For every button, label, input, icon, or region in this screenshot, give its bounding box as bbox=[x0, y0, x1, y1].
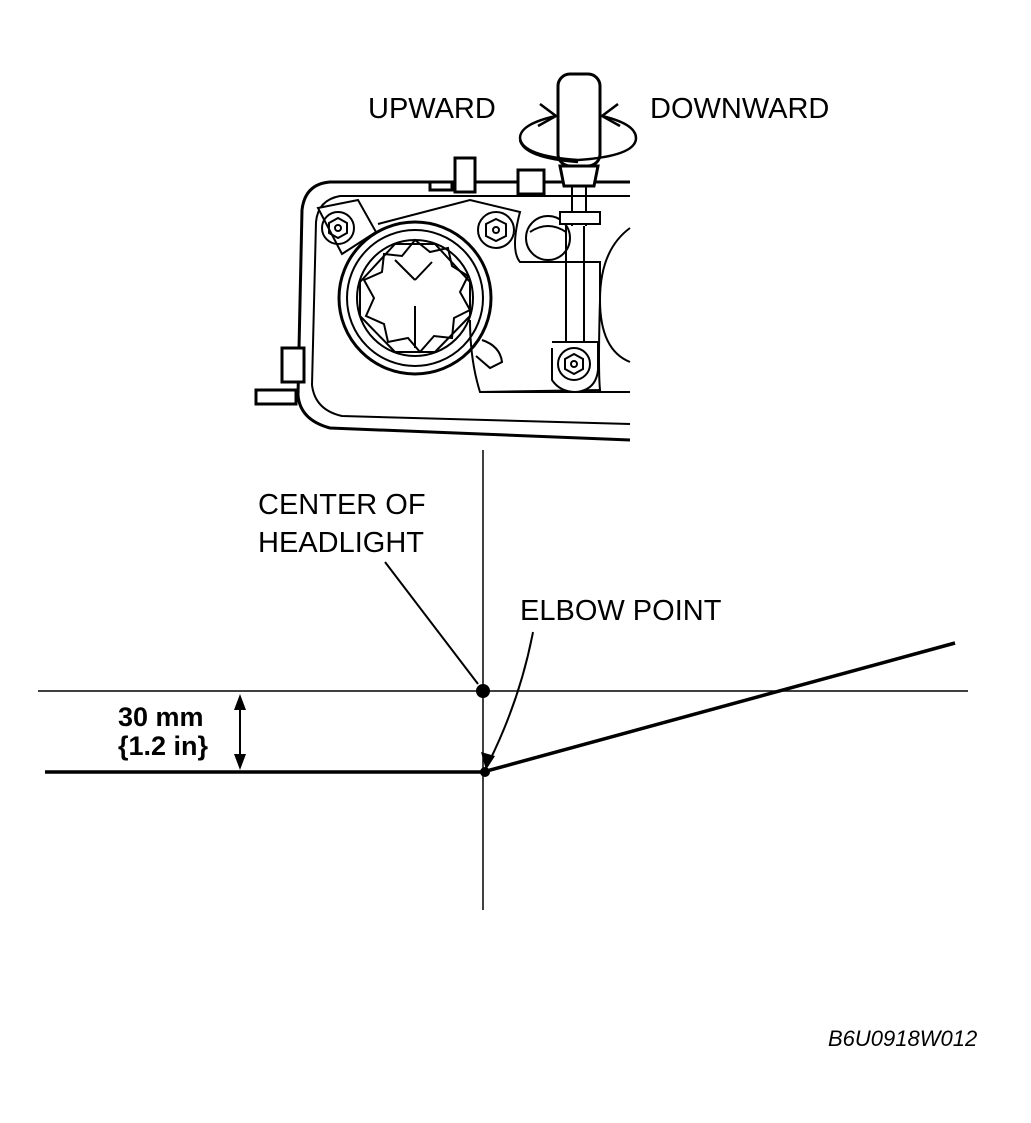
dimension-in-label: {1.2 in} bbox=[118, 731, 209, 761]
elbow-point-dot bbox=[480, 767, 490, 777]
dimension-arrow-down bbox=[234, 754, 246, 770]
elbow-point-label: ELBOW POINT bbox=[520, 595, 722, 627]
headlight-assembly-illustration bbox=[254, 72, 638, 442]
center-leader-line bbox=[384, 561, 479, 685]
center-of-headlight-dot bbox=[476, 684, 490, 698]
elbow-leader-line bbox=[487, 631, 534, 765]
downward-label: DOWNWARD bbox=[650, 93, 829, 125]
aiming-pattern bbox=[38, 450, 968, 910]
elbow-leader-arrowhead bbox=[481, 752, 495, 770]
figure-code: B6U0918W012 bbox=[828, 1026, 977, 1051]
center-of-headlight-label-line1: CENTER OF bbox=[258, 489, 426, 521]
center-of-headlight-label-line2: HEADLIGHT bbox=[258, 527, 424, 559]
dimension-mm-label: 30 mm bbox=[118, 702, 204, 732]
dimension-arrow-up bbox=[234, 694, 246, 710]
upward-label: UPWARD bbox=[368, 93, 496, 125]
